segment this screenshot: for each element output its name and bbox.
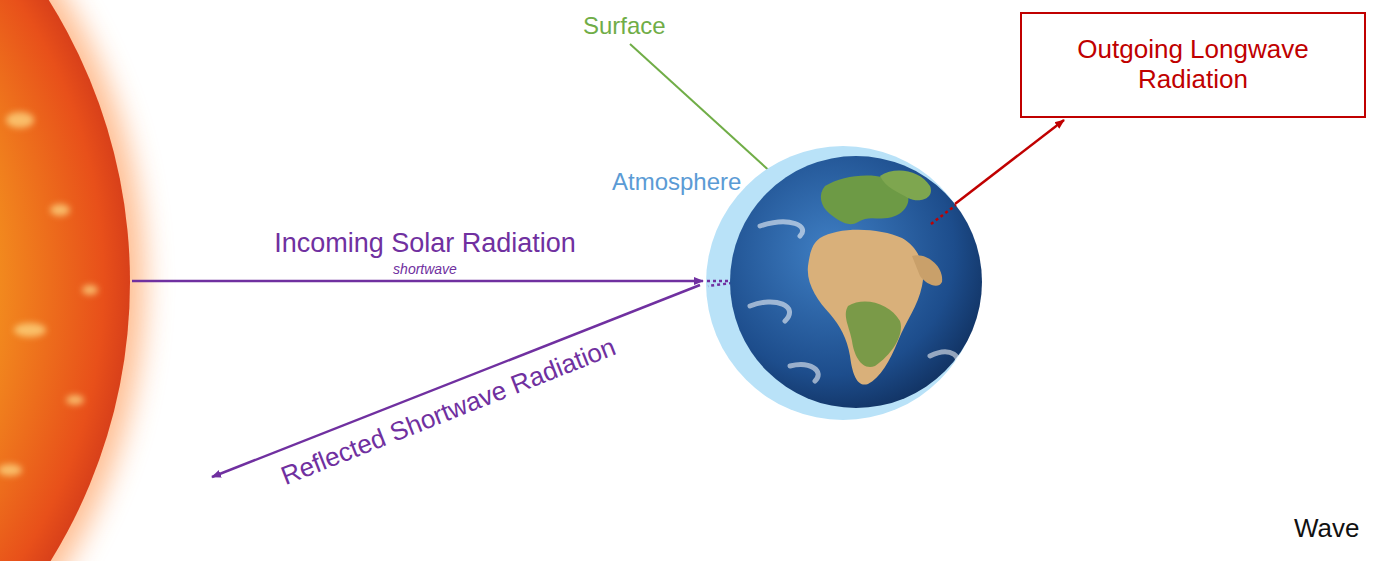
radiation-arrow — [955, 120, 1064, 204]
incoming-label: Incoming Solar Radiation — [274, 228, 576, 259]
corner-label: Wave — [1294, 514, 1360, 544]
surface-earth: Surface — [730, 156, 982, 408]
atmosphere-circle: AtmosphereSurface — [706, 146, 980, 420]
surface-label: Surface — [583, 12, 666, 40]
incoming-arrow — [132, 280, 703, 283]
atmosphere-label: Atmosphere — [612, 168, 741, 196]
radiation-box: Outgoing Longwave Radiation — [1020, 12, 1366, 118]
shortwave-label: shortwave — [393, 261, 457, 277]
reflected-arrow — [212, 285, 700, 477]
box-label: Outgoing Longwave Radiation — [1068, 35, 1318, 95]
reflected-label: Reflected Shortwave Radiation — [277, 332, 620, 491]
sun — [0, 0, 145, 561]
leader-line — [630, 44, 786, 186]
